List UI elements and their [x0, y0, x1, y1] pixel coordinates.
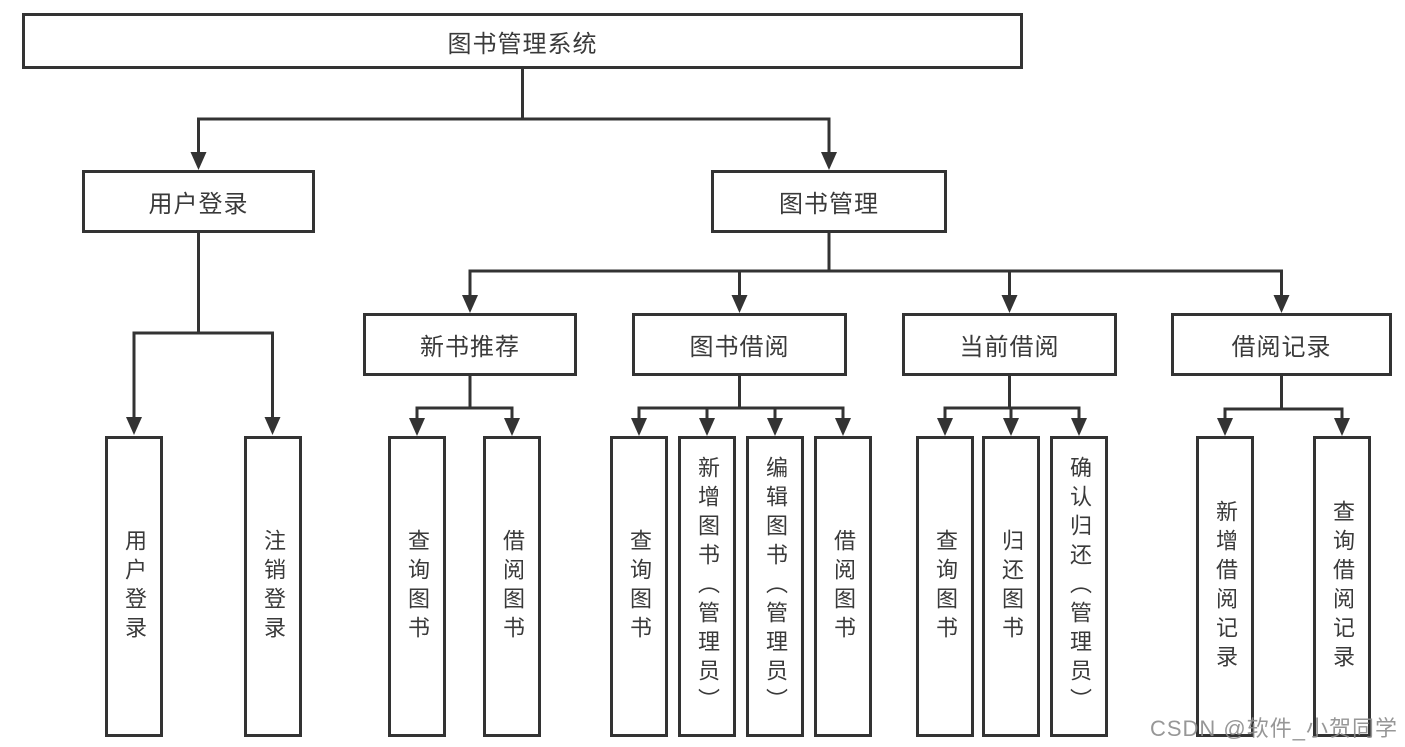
arrowhead-icon — [409, 418, 425, 436]
leaf-return-books: 归还图书 — [982, 436, 1040, 737]
leaf-logout: 注销登录 — [244, 436, 302, 737]
leaf-add-borrow-record: 新增借阅记录 — [1196, 436, 1254, 737]
leaf-user-login: 用户登录 — [105, 436, 163, 737]
arrowhead-icon — [835, 418, 851, 436]
arrowhead-icon — [767, 418, 783, 436]
arrowhead-icon — [937, 418, 953, 436]
connector-current-borrow-children — [937, 376, 1087, 436]
leaf-borrow-books-recommend: 借阅图书 — [483, 436, 541, 737]
connector-book-management-children — [462, 233, 1290, 313]
leaf-query-books-borrow: 查询图书 — [610, 436, 668, 737]
connector-root-to-level2 — [190, 69, 837, 170]
leaf-confirm-return-admin: 确认归还（管理员） — [1050, 436, 1108, 737]
node-library-management-system: 图书管理系统 — [22, 13, 1023, 69]
leaf-edit-book-admin: 编辑图书（管理员） — [746, 436, 804, 737]
connector-book-borrow-children — [631, 376, 851, 436]
arrowhead-icon — [631, 418, 647, 436]
connector-borrow-record-children — [1217, 376, 1350, 436]
arrowhead-icon — [1217, 418, 1233, 436]
arrowhead-icon — [821, 152, 837, 170]
leaf-query-borrow-record: 查询借阅记录 — [1313, 436, 1371, 737]
connector-new-book-children — [409, 376, 520, 436]
node-book-management: 图书管理 — [711, 170, 947, 233]
node-new-book-recommendation: 新书推荐 — [363, 313, 577, 376]
leaf-add-book-admin: 新增图书（管理员） — [678, 436, 736, 737]
node-user-login: 用户登录 — [82, 170, 315, 233]
leaf-borrow-books: 借阅图书 — [814, 436, 872, 737]
arrowhead-icon — [1001, 295, 1018, 313]
node-current-borrowing: 当前借阅 — [902, 313, 1117, 376]
arrowhead-icon — [1273, 295, 1290, 313]
arrowhead-icon — [699, 418, 715, 436]
arrowhead-icon — [1334, 418, 1350, 436]
arrowhead-icon — [462, 295, 478, 313]
arrowhead-icon — [126, 417, 142, 435]
arrowhead-icon — [731, 295, 748, 313]
arrowhead-icon — [264, 417, 281, 435]
leaf-query-books-current: 查询图书 — [916, 436, 974, 737]
node-book-borrowing: 图书借阅 — [632, 313, 847, 376]
connector-user-login-children — [126, 233, 281, 435]
arrowhead-icon — [504, 418, 520, 436]
arrowhead-icon — [190, 152, 207, 170]
arrowhead-icon — [1003, 418, 1019, 436]
watermark: CSDN @软件_小贺同学 — [1149, 716, 1398, 741]
leaf-query-books-recommend: 查询图书 — [388, 436, 446, 737]
arrowhead-icon — [1071, 418, 1087, 436]
node-borrowing-records: 借阅记录 — [1171, 313, 1392, 376]
